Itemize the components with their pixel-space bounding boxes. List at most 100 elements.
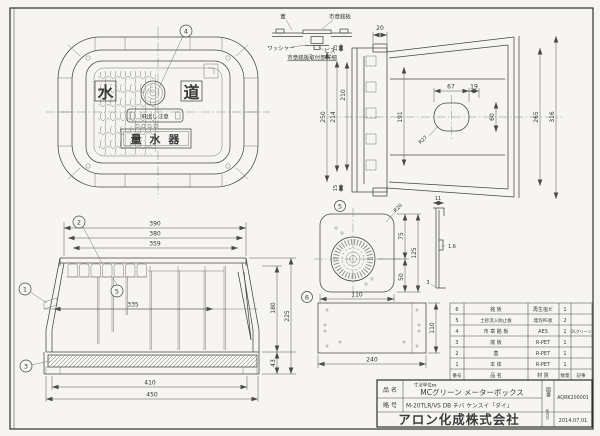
svg-text:265: 265 <box>533 111 540 123</box>
svg-text:土砂流入防止板: 土砂流入防止板 <box>480 317 512 324</box>
svg-text:再生塩ビ: 再生塩ビ <box>533 306 553 313</box>
svg-text:20: 20 <box>376 25 384 32</box>
table-header: 番号 品 名 材 質 数量 記事 <box>453 372 586 379</box>
svg-text:底 板: 底 板 <box>490 339 502 346</box>
inner-plate-detail: R20 75 50 125 110 5 <box>314 196 456 302</box>
product-name: MCグリーン メーターボックス <box>420 387 524 397</box>
section-dims: 20 15 15 250 214 210 191 67 19 60 265 <box>320 25 559 199</box>
date-label: 年月日 <box>545 408 550 420</box>
table-row: 4 市 章 銘 板 AES 1 OLグリーン <box>455 328 591 335</box>
svg-text:390: 390 <box>149 221 161 228</box>
name-label: 品 名 <box>383 386 397 394</box>
svg-text:1: 1 <box>563 329 566 335</box>
svg-text:15: 15 <box>333 45 339 51</box>
side-bottom-dims: 410 450 <box>45 376 259 402</box>
svg-text:60: 60 <box>489 113 496 121</box>
screw-holes <box>85 55 231 169</box>
drawing-date: 2014.07.01 <box>559 418 588 424</box>
svg-text:5: 5 <box>115 288 119 296</box>
top-view: 水 道 飛出し注意 量 水 器 4 <box>46 24 270 198</box>
detail-washer-label: ワッシャー <box>267 45 295 52</box>
svg-text:19: 19 <box>470 84 478 91</box>
table-row: 5 土砂流入防止板 発泡PE板 2 <box>455 317 566 324</box>
svg-text:50: 50 <box>398 273 405 281</box>
svg-text:3: 3 <box>455 340 458 346</box>
detail-screw-label: ビス <box>324 47 335 55</box>
svg-text:240: 240 <box>366 357 378 364</box>
company-name: アロン化成株式会社 <box>398 412 520 427</box>
svg-text:410: 410 <box>144 380 156 387</box>
svg-text:1.6: 1.6 <box>448 244 456 250</box>
svg-text:1: 1 <box>563 307 566 313</box>
svg-text:110: 110 <box>429 322 436 334</box>
detail-caption: 市章銘板取付部詳細 <box>287 54 337 62</box>
code-label: 略 号 <box>383 402 397 410</box>
sheet-border <box>9 7 594 430</box>
table-row: 6 銘 板 再生塩ビ 1 <box>455 306 566 313</box>
svg-text:1: 1 <box>563 340 566 346</box>
svg-text:6: 6 <box>455 307 458 313</box>
callout-1: 1 <box>18 282 48 304</box>
svg-text:R-PET: R-PET <box>536 362 551 368</box>
meter-box-label: 量 水 器 <box>131 132 182 146</box>
svg-text:75: 75 <box>398 232 405 240</box>
detail-lid-label: 蓋 <box>280 13 286 21</box>
callout-6: 6 <box>301 291 313 303</box>
callout-5-detail: 5 <box>334 200 346 212</box>
svg-text:3: 3 <box>426 280 429 286</box>
side-top-dims: 390 380 359 <box>63 221 247 256</box>
svg-text:214: 214 <box>330 111 337 123</box>
lid-char-water: 水 <box>97 83 114 102</box>
svg-text:4: 4 <box>455 329 458 335</box>
table-row: 2 蓋 R-PET 1 <box>455 350 566 357</box>
table-row: 3 底 板 R-PET 1 <box>455 339 566 346</box>
svg-text:210: 210 <box>340 89 347 101</box>
svg-text:15: 15 <box>333 185 339 191</box>
callout-4: 4 <box>157 24 193 91</box>
svg-text:1: 1 <box>23 286 27 294</box>
lid-ribs <box>66 263 224 278</box>
svg-text:110: 110 <box>351 292 363 299</box>
svg-text:数量: 数量 <box>561 372 570 379</box>
svg-text:発泡PE板: 発泡PE板 <box>533 317 553 324</box>
svg-text:2: 2 <box>563 318 566 324</box>
knurled-knob <box>330 236 376 282</box>
svg-text:125: 125 <box>411 247 418 259</box>
svg-text:450: 450 <box>146 392 158 399</box>
callout-5-side: 5 <box>110 277 124 298</box>
unit-note: 寸法単位㎜ <box>414 382 437 389</box>
svg-text:AES: AES <box>538 329 548 335</box>
svg-text:359: 359 <box>149 241 161 248</box>
ring-ticks <box>58 37 258 187</box>
plate-dims: 75 50 125 110 <box>319 213 421 302</box>
svg-text:R27: R27 <box>418 135 429 146</box>
callout-3: 3 <box>19 359 51 373</box>
svg-text:記事: 記事 <box>577 372 586 379</box>
svg-text:67: 67 <box>447 84 455 91</box>
lid-banner-text: 飛出し注意 <box>141 113 169 121</box>
svg-text:OLグリーン: OLグリーン <box>570 328 591 334</box>
dim-r20: R20 <box>393 203 404 214</box>
svg-text:R-PET: R-PET <box>536 340 551 346</box>
bottom-plate-detail: 240 110 6 <box>301 291 440 368</box>
svg-text:蓋: 蓋 <box>493 350 498 357</box>
bottom-plate-dims: 240 110 <box>317 302 440 368</box>
svg-text:250: 250 <box>320 111 327 123</box>
svg-text:191: 191 <box>397 111 404 123</box>
svg-text:番号: 番号 <box>453 372 462 379</box>
svg-text:11: 11 <box>435 196 441 202</box>
svg-text:380: 380 <box>149 231 161 238</box>
plate-section-detail: 11 1.6 3 <box>426 196 456 289</box>
svg-text:1: 1 <box>563 362 566 368</box>
cross-section-view: 20 15 15 250 214 210 191 67 19 60 265 <box>320 25 562 199</box>
svg-text:2: 2 <box>455 351 458 357</box>
svg-text:316: 316 <box>549 111 556 123</box>
svg-text:材 質: 材 質 <box>537 372 549 379</box>
svg-text:1: 1 <box>563 351 566 357</box>
svg-text:銘 板: 銘 板 <box>490 306 502 313</box>
svg-text:1: 1 <box>455 362 458 368</box>
svg-text:4: 4 <box>184 28 188 36</box>
detail-plate-label: 市章銘板 <box>329 13 352 21</box>
svg-text:6: 6 <box>305 294 309 302</box>
